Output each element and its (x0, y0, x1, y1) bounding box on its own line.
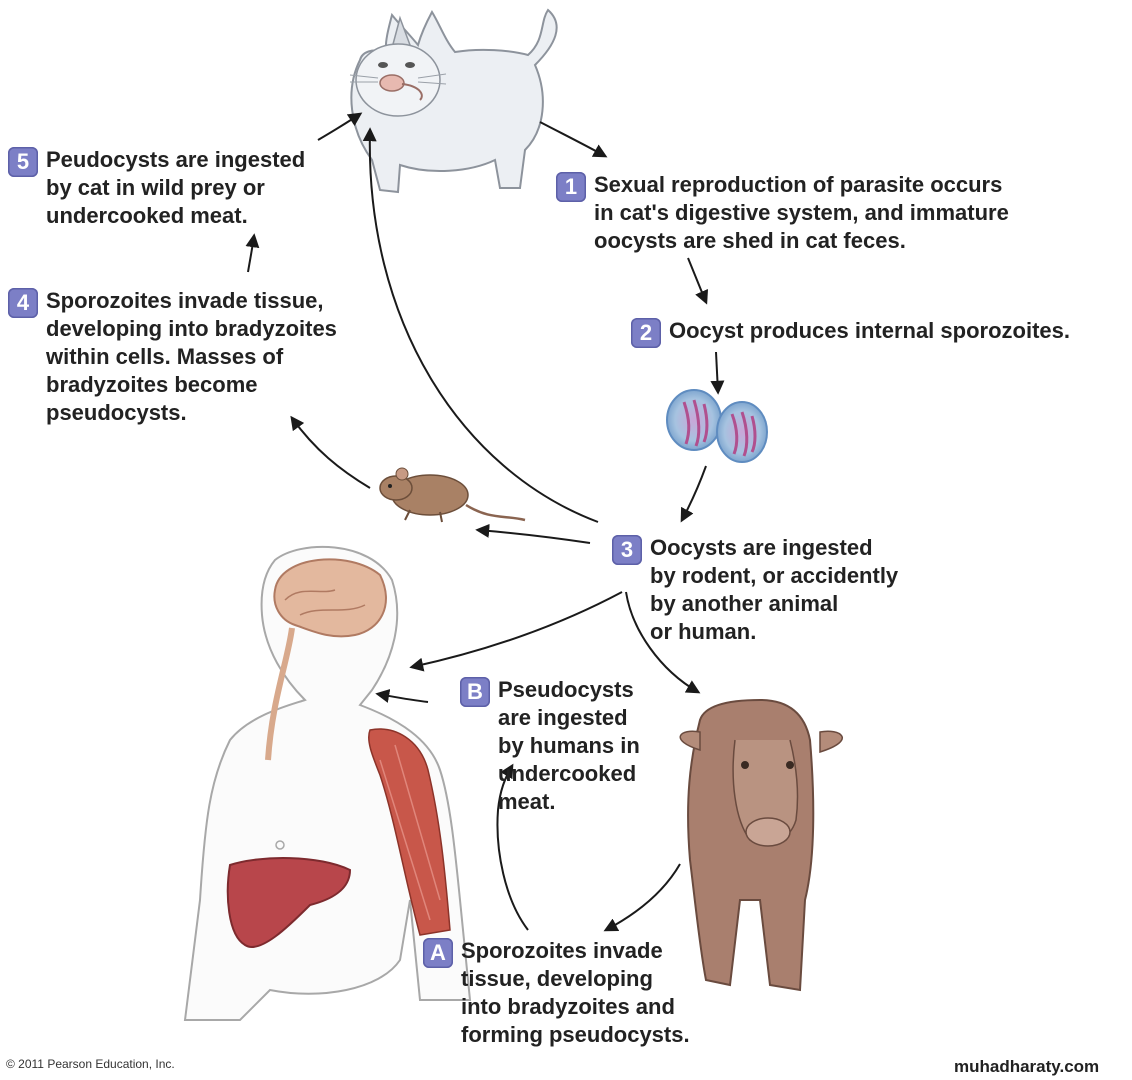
arrow-2-to-cysts (710, 351, 725, 395)
step-5: 5 Peudocysts are ingested by cat in wild… (8, 146, 305, 230)
step-A-badge: A (423, 938, 453, 968)
arrow-B-to-human (375, 689, 429, 703)
step-A: A Sporozoites invade tissue, developing … (423, 937, 690, 1049)
step-B-badge: B (460, 677, 490, 707)
arrow-3-to-cat (362, 127, 599, 523)
arrow-3-to-rodent (475, 523, 591, 544)
step-B: B Pseudocysts are ingested by humans in … (460, 676, 640, 816)
step-1: 1 Sexual reproduction of parasite occurs… (556, 171, 1009, 255)
step-3-text: Oocysts are ingested by rodent, or accid… (650, 535, 899, 644)
cat-illustration (349, 8, 558, 194)
arrow-3-to-human (409, 591, 623, 672)
arrows (245, 112, 725, 932)
step-4-text: Sporozoites invade tissue, developing in… (46, 288, 337, 425)
arrow-A-to-B (496, 763, 529, 931)
step-3: 3 Oocysts are ingested by rodent, or acc… (612, 534, 898, 646)
step-A-text: Sporozoites invade tissue, developing in… (461, 938, 690, 1047)
step-5-badge: 5 (8, 147, 38, 177)
arrow-1-to-2 (687, 257, 709, 305)
step-2: 2 Oocyst produces internal sporozoites. (631, 317, 1070, 348)
human-illustration (183, 545, 472, 1021)
arrow-cat-to-1 (539, 121, 608, 158)
step-3-badge: 3 (612, 535, 642, 565)
step-5-text: Peudocysts are ingested by cat in wild p… (46, 147, 306, 228)
step-1-text: Sexual reproduction of parasite occurs i… (594, 172, 1009, 253)
arrow-rodent-to-4 (290, 415, 371, 489)
oocysts-illustration (666, 389, 768, 463)
step-B-text: Pseudocysts are ingested by humans in un… (498, 677, 640, 814)
step-1-badge: 1 (556, 172, 586, 202)
step-2-text: Oocyst produces internal sporozoites. (669, 318, 1070, 343)
arrow-4-to-5 (245, 233, 260, 273)
step-2-badge: 2 (631, 318, 661, 348)
cow-illustration (679, 698, 843, 992)
step-4-badge: 4 (8, 288, 38, 318)
copyright-notice: © 2011 Pearson Education, Inc. (6, 1057, 175, 1071)
rodent-illustration (379, 467, 526, 523)
watermark: muhadharaty.com (954, 1057, 1100, 1076)
arrow-cysts-to-3 (680, 465, 707, 523)
arrow-cow-to-A (603, 863, 681, 932)
arrow-3-to-cow (625, 591, 701, 694)
step-4: 4 Sporozoites invade tissue, developing … (8, 287, 337, 427)
arrow-5-to-cat (317, 112, 363, 141)
